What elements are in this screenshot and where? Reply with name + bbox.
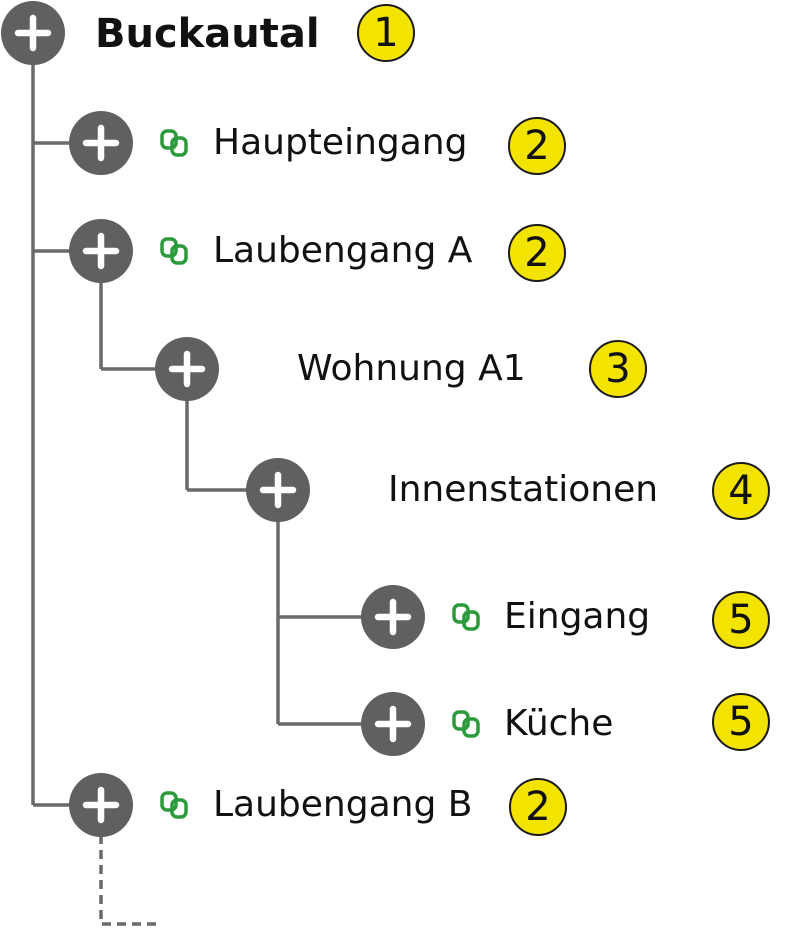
chain-link-icon [452, 710, 480, 738]
continuation-dashed-line [99, 835, 160, 926]
node-label-haupteingang: Haupteingang [213, 122, 468, 163]
node-label-eingang: Eingang [504, 596, 651, 637]
plus-circle-icon[interactable] [69, 111, 133, 175]
level-badge: 1 [357, 4, 415, 62]
plus-circle-icon[interactable] [69, 773, 133, 837]
plus-circle-icon[interactable] [361, 692, 425, 756]
chain-link-icon [452, 603, 480, 631]
level-badge: 2 [508, 117, 566, 175]
chain-link-icon [160, 237, 188, 265]
level-badge: 5 [712, 591, 770, 649]
node-label-innenstationen: Innenstationen [388, 469, 659, 510]
node-label-laubengang-a: Laubengang A [213, 230, 473, 271]
level-badge: 2 [508, 224, 566, 282]
node-label-wohnung-a1: Wohnung A1 [297, 348, 526, 389]
plus-circle-icon[interactable] [246, 458, 310, 522]
plus-circle-icon[interactable] [361, 585, 425, 649]
chain-link-icon [160, 129, 188, 157]
plus-circle-icon[interactable] [69, 219, 133, 283]
node-label-kueche: Küche [504, 703, 614, 744]
node-label-buckautal: Buckautal [95, 11, 320, 57]
node-label-laubengang-b: Laubengang B [213, 784, 473, 825]
connector-lines [31, 60, 362, 926]
plus-circle-icon[interactable] [155, 337, 219, 401]
level-badge: 5 [712, 693, 770, 751]
level-badge: 4 [712, 462, 770, 520]
chain-link-icon [160, 791, 188, 819]
level-badge: 3 [589, 340, 647, 398]
level-badge: 2 [509, 778, 567, 836]
plus-circle-icon[interactable] [1, 1, 65, 65]
